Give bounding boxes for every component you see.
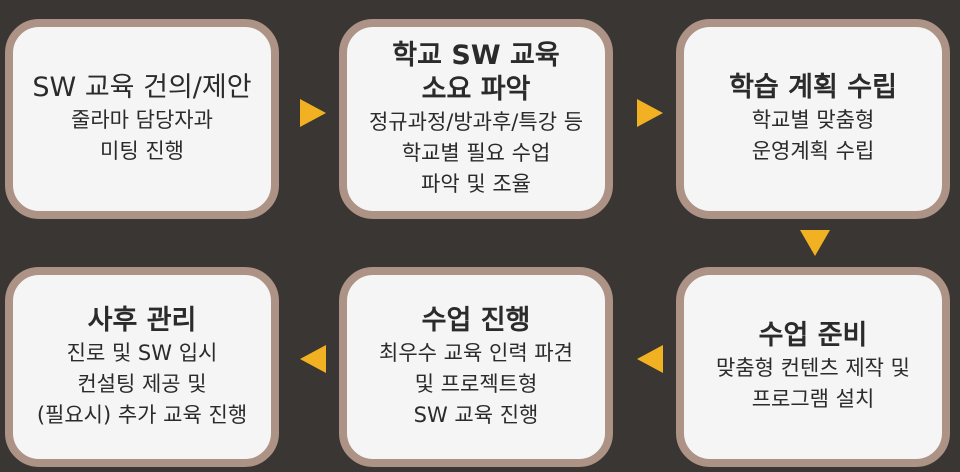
step-2-box: 학교 SW 교육 소요 파악 정규과정/방과후/특강 등 학교별 필요 수업 파… <box>339 19 613 219</box>
step-6-description: 진로 및 SW 입시 컨설팅 제공 및 (필요시) 추가 교육 진행 <box>36 340 248 427</box>
step-3-description: 학교별 맞춤형 운영계획 수립 <box>751 108 875 163</box>
step-4-box: 수업 준비 맞춤형 컨텐츠 제작 및 프로그램 설치 <box>676 267 950 467</box>
arrow-right-icon <box>300 99 326 127</box>
arrow-down-icon <box>800 230 830 256</box>
step-1-box: SW 교육 건의/제안 줄라마 담당자과 미팅 진행 <box>5 19 279 219</box>
step-1-description: 줄라마 담당자과 미팅 진행 <box>71 108 213 163</box>
step-6-title: 사후 관리 <box>87 304 197 336</box>
arrow-right-icon <box>637 99 663 127</box>
step-3-box: 학습 계획 수립 학교별 맞춤형 운영계획 수립 <box>676 19 950 219</box>
step-4-title: 수업 준비 <box>758 320 868 351</box>
step-5-description: 최우수 교육 인력 파견 및 프로젝트형 SW 교육 진행 <box>379 340 573 427</box>
step-4-description: 맞춤형 컨텐츠 제작 및 프로그램 설치 <box>716 356 910 411</box>
step-5-title: 수업 진행 <box>421 304 531 336</box>
step-2-description: 정규과정/방과후/특강 등 학교별 필요 수업 파악 및 조율 <box>368 109 584 196</box>
step-6-box: 사후 관리 진로 및 SW 입시 컨설팅 제공 및 (필요시) 추가 교육 진행 <box>5 267 279 467</box>
arrow-left-icon <box>637 345 663 373</box>
step-5-box: 수업 진행 최우수 교육 인력 파견 및 프로젝트형 SW 교육 진행 <box>339 267 613 467</box>
step-1-title: SW 교육 건의/제안 <box>32 72 252 103</box>
step-3-title: 학습 계획 수립 <box>729 72 897 103</box>
arrow-left-icon <box>300 345 326 373</box>
step-2-title: 학교 SW 교육 소요 파악 <box>392 39 560 105</box>
